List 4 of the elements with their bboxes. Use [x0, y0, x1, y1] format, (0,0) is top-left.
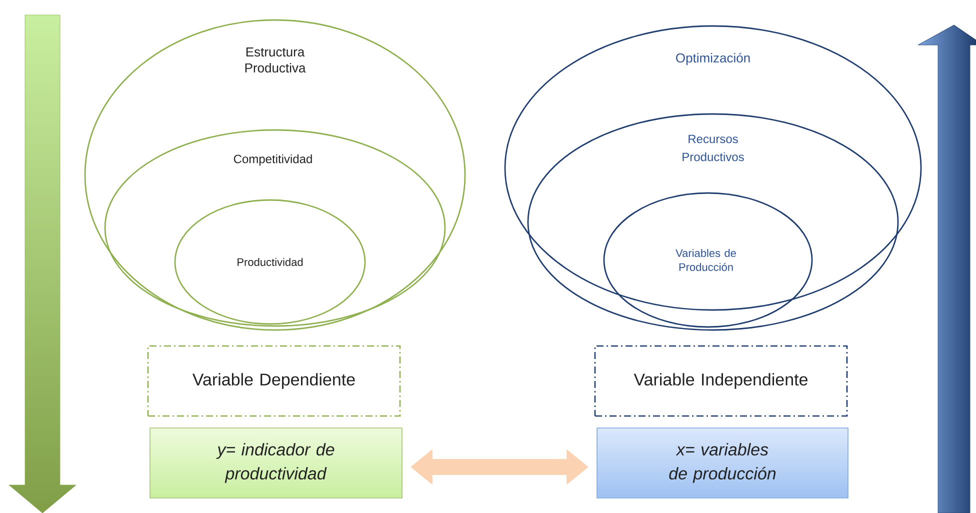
text-box: Variable Independiente: [594, 345, 848, 417]
text-box: x= variables de producción: [596, 428, 848, 498]
text-box: y= indicador de productividad: [150, 428, 402, 498]
text-box: Variable Dependiente: [147, 345, 401, 417]
